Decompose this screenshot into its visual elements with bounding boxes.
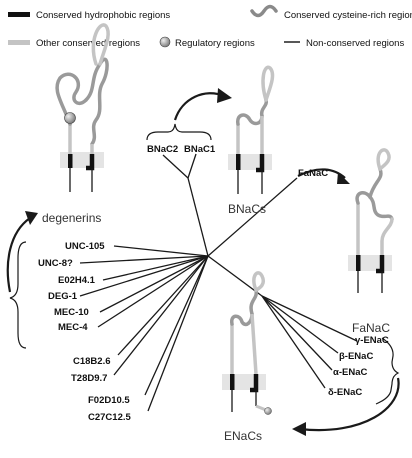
taxon-label-f02d105: F02D10.5	[88, 395, 130, 406]
branch-gamma	[261, 295, 358, 342]
legend-cysteine-label: Conserved cysteine-rich regions	[284, 10, 412, 21]
taxon-labels: BNaC2 BNaC1 FaNaC UNC-105 UNC-8? E02H4.1…	[38, 144, 389, 423]
arrow-to-degenerins-icon	[6, 217, 31, 293]
bnac-channel-cartoon	[228, 65, 275, 194]
legend-other-swatch	[8, 40, 30, 45]
branch-unc105	[113, 245, 209, 257]
taxon-label-e02h41: E02H4.1	[58, 275, 96, 286]
tree-branches	[79, 153, 358, 412]
curved-arrows	[6, 92, 400, 432]
branch-bnac2	[162, 154, 189, 179]
hydrophobic-segment	[356, 255, 361, 271]
arrowhead-fanac-icon	[337, 172, 350, 184]
group-label-fanac: FaNaC	[352, 321, 390, 335]
taxon-label-delta-enac: δ-ENaC	[328, 387, 362, 398]
branch-mec4	[97, 255, 209, 328]
branch-e02h41	[102, 255, 209, 281]
legend-regulatory-label: Regulatory regions	[175, 38, 255, 49]
branch-delta	[261, 295, 326, 389]
taxon-label-c27c125: C27C12.5	[88, 412, 131, 423]
legend-nonconserved-label: Non-conserved regions	[306, 38, 404, 49]
branch-unc8	[79, 255, 209, 264]
taxon-label-bnac2: BNaC2	[147, 144, 178, 155]
taxon-label-beta-enac: β-ENaC	[339, 351, 373, 362]
branch-c27c125	[147, 255, 209, 412]
legend-hydrophobic-label: Conserved hydrophobic regions	[36, 10, 170, 21]
branch-beta	[261, 295, 339, 354]
group-label-degenerins: degenerins	[42, 211, 101, 225]
legend-hydrophobic-swatch	[8, 12, 30, 17]
branch-mec10	[99, 255, 209, 313]
legend: Conserved hydrophobic regions Conserved …	[8, 4, 412, 49]
membrane-band	[348, 255, 392, 271]
taxon-label-unc105: UNC-105	[65, 241, 105, 252]
membrane-band	[228, 154, 272, 170]
fanac-channel-cartoon	[348, 148, 394, 293]
enac-channel-cartoon	[222, 271, 272, 415]
regulatory-ball	[64, 112, 76, 124]
taxon-label-deg1: DEG-1	[48, 291, 78, 302]
arrowhead-enacs-icon	[292, 422, 306, 436]
arrowhead-bnacs-icon	[217, 88, 232, 103]
taxon-label-t28d97: T28D9.7	[71, 373, 107, 384]
enac-brace	[375, 337, 400, 405]
taxon-label-bnac1: BNaC1	[184, 144, 216, 155]
hydrophobic-segment	[68, 154, 73, 168]
taxon-label-c18b26: C18B2.6	[73, 356, 111, 367]
arrowhead-degenerins-icon	[25, 211, 38, 225]
branch-c18b26	[117, 255, 209, 356]
arrowheads	[25, 88, 350, 436]
membrane-band	[60, 152, 104, 168]
arrow-to-bnacs-icon	[173, 92, 225, 121]
branch-deg1	[79, 255, 209, 297]
hydrophobic-segment	[230, 374, 235, 390]
branch-to-bnac-node	[187, 177, 209, 257]
taxon-label-mec10: MEC-10	[54, 307, 89, 318]
legend-other-label: Other conserved regions	[36, 38, 140, 49]
bnac-brace	[146, 123, 212, 141]
branch-bnac1	[187, 153, 197, 179]
regulatory-ball	[264, 407, 272, 415]
taxon-label-gamma-enac: γ-ENaC	[355, 335, 389, 346]
degenerin-channel-cartoon	[55, 23, 110, 192]
group-label-bnacs: BNaCs	[228, 202, 266, 216]
group-label-enacs: ENaCs	[224, 429, 262, 443]
hydrophobic-segment	[236, 154, 241, 170]
arrow-to-enacs-icon	[299, 377, 400, 432]
taxon-label-unc8: UNC-8?	[38, 258, 73, 269]
branch-t28d97	[113, 255, 209, 376]
arrow-to-fanac-icon	[297, 168, 346, 179]
legend-regulatory-swatch	[159, 36, 171, 48]
membrane-band	[222, 374, 266, 390]
branch-f02d105	[144, 255, 209, 396]
branch-to-enac-node	[207, 255, 263, 297]
legend-cysteine-swatch	[250, 4, 278, 18]
branch-fanac	[207, 177, 298, 257]
taxon-label-alpha-enac: α-ENaC	[333, 367, 367, 378]
branch-alpha	[261, 295, 333, 371]
degenerin-brace	[9, 241, 27, 349]
taxon-label-mec4: MEC-4	[58, 322, 88, 333]
taxon-label-fanac: FaNaC	[298, 168, 328, 179]
